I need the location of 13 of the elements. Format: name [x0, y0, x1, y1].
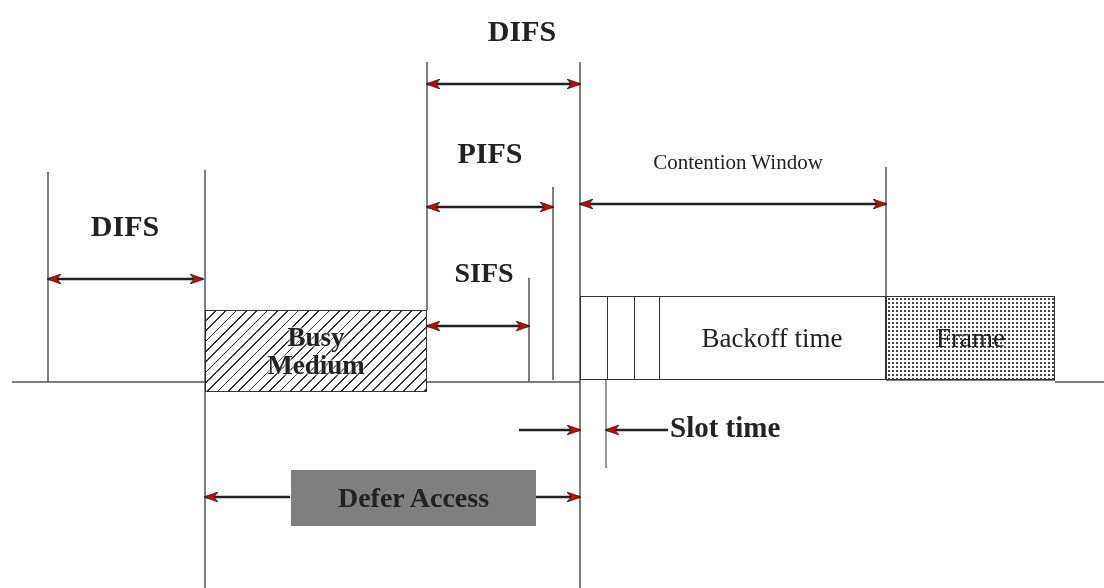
interval-label: DIFS	[90, 211, 160, 241]
interval-label: DIFS	[487, 16, 557, 46]
interval-label: SIFS	[454, 259, 514, 287]
interval-label: PIFS	[457, 138, 523, 168]
interval-label: Slot time	[670, 413, 781, 442]
hatched-block	[205, 310, 427, 392]
block-label: Backoff time	[701, 323, 843, 353]
backoff-block	[580, 296, 886, 380]
interval-label: Contention Window	[653, 152, 823, 173]
block-label: Frame	[936, 323, 1005, 353]
box-label: Defer Access	[337, 483, 490, 513]
shaded-box	[291, 470, 536, 526]
dotted-block	[886, 296, 1055, 380]
